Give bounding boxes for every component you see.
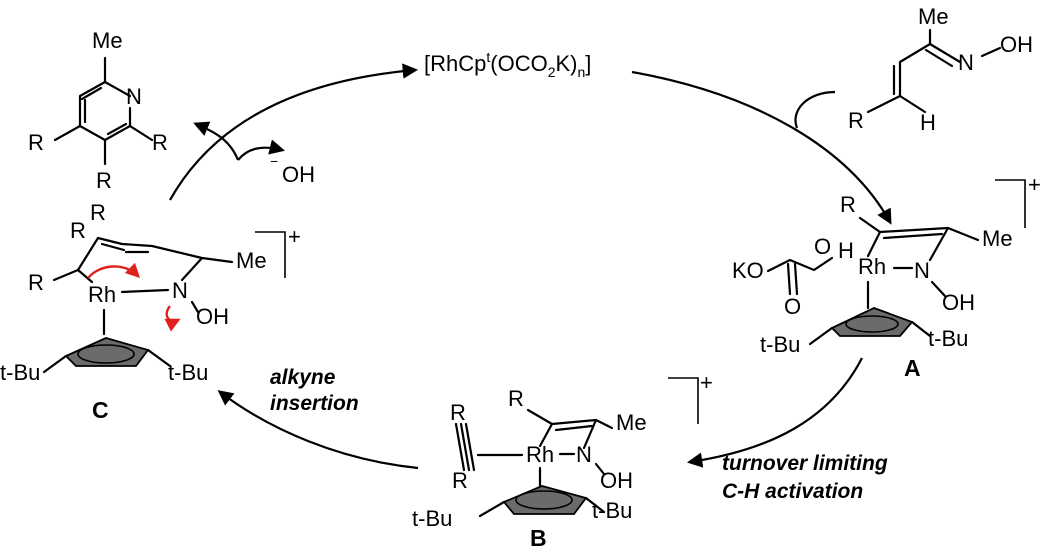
svg-text:O: O xyxy=(814,234,831,259)
substrate-entry-arrow xyxy=(794,90,836,129)
pyridine-nitrogen: N xyxy=(126,84,142,109)
pyridine-r-right: R xyxy=(152,130,168,155)
svg-text:H: H xyxy=(838,238,854,263)
svg-text:R: R xyxy=(28,270,44,295)
svg-text:N: N xyxy=(172,278,188,303)
electron-push-arrow-1 xyxy=(87,262,141,279)
svg-text:+: + xyxy=(700,370,713,395)
svg-text:[RhCpt(OCO2K)n]: [RhCpt(OCO2K)n] xyxy=(424,49,591,80)
svg-text:R: R xyxy=(508,386,524,411)
svg-text:+: + xyxy=(288,224,301,249)
svg-text:O: O xyxy=(784,294,801,319)
cycle-arrow-catalyst-to-a xyxy=(631,70,892,225)
svg-text:Me: Me xyxy=(616,410,647,435)
svg-text:R: R xyxy=(90,200,106,225)
svg-text:Rh: Rh xyxy=(526,442,554,467)
oxime-substrate: Me N OH R H xyxy=(848,4,1033,135)
svg-text:N: N xyxy=(914,258,930,283)
note-turnover-limiting: turnover limiting xyxy=(722,452,888,475)
svg-text:t-Bu: t-Bu xyxy=(412,506,452,531)
cycle-arrow-a-to-b xyxy=(686,357,863,468)
svg-text:KO: KO xyxy=(732,258,764,283)
svg-text:R: R xyxy=(840,192,856,217)
pyridine-product: Me N R R R xyxy=(28,28,168,193)
hydroxide-byproduct: − OH xyxy=(270,153,315,187)
cycle-arrow-b-to-c xyxy=(217,390,419,470)
svg-text:t-Bu: t-Bu xyxy=(928,326,968,351)
pyridine-r-left: R xyxy=(28,130,44,155)
svg-text:OH: OH xyxy=(600,468,633,493)
svg-text:A: A xyxy=(904,355,921,381)
svg-text:−: − xyxy=(270,153,278,169)
svg-text:OH: OH xyxy=(942,290,975,315)
complex-b: + R Me Rh N OH R R t-Bu t-Bu B xyxy=(412,370,713,551)
hydroxide-release-arrow xyxy=(237,139,285,161)
note-insertion: insertion xyxy=(270,392,359,415)
svg-text:R: R xyxy=(450,400,466,425)
complex-a: + R Me Rh N OH KO O H O t-Bu t-Bu A xyxy=(732,172,1041,381)
svg-text:Me: Me xyxy=(982,226,1013,251)
note-alkyne: alkyne xyxy=(270,366,336,389)
svg-text:Me: Me xyxy=(918,4,949,29)
svg-text:H: H xyxy=(920,110,936,135)
svg-text:R: R xyxy=(848,108,864,133)
svg-text:OH: OH xyxy=(282,162,315,187)
electron-push-arrow-2 xyxy=(164,305,181,332)
svg-text:OH: OH xyxy=(196,304,229,329)
svg-text:N: N xyxy=(576,442,592,467)
svg-text:N: N xyxy=(958,50,974,75)
svg-text:t-Bu: t-Bu xyxy=(760,332,800,357)
cycle-arrow-c-to-catalyst xyxy=(169,63,419,201)
note-ch-activation: C-H activation xyxy=(722,480,863,503)
catalyst-formula: [RhCpt(OCO2K)n] xyxy=(424,49,591,80)
svg-text:B: B xyxy=(530,525,547,551)
svg-text:t-Bu: t-Bu xyxy=(592,498,632,523)
svg-text:Rh: Rh xyxy=(858,254,886,279)
svg-text:R: R xyxy=(70,218,86,243)
pyridine-r-bottom: R xyxy=(96,168,112,193)
svg-text:C: C xyxy=(92,397,109,423)
pyridine-methyl: Me xyxy=(92,28,123,53)
product-release-arrow xyxy=(193,121,240,161)
svg-text:t-Bu: t-Bu xyxy=(168,360,208,385)
svg-text:OH: OH xyxy=(1000,32,1033,57)
svg-text:t-Bu: t-Bu xyxy=(0,360,40,385)
svg-text:Rh: Rh xyxy=(88,282,116,307)
svg-text:+: + xyxy=(1028,172,1041,197)
complex-c: + R R R Me Rh N OH t-Bu t-Bu C xyxy=(0,200,301,423)
svg-text:R: R xyxy=(452,468,468,493)
svg-text:Me: Me xyxy=(236,248,267,273)
